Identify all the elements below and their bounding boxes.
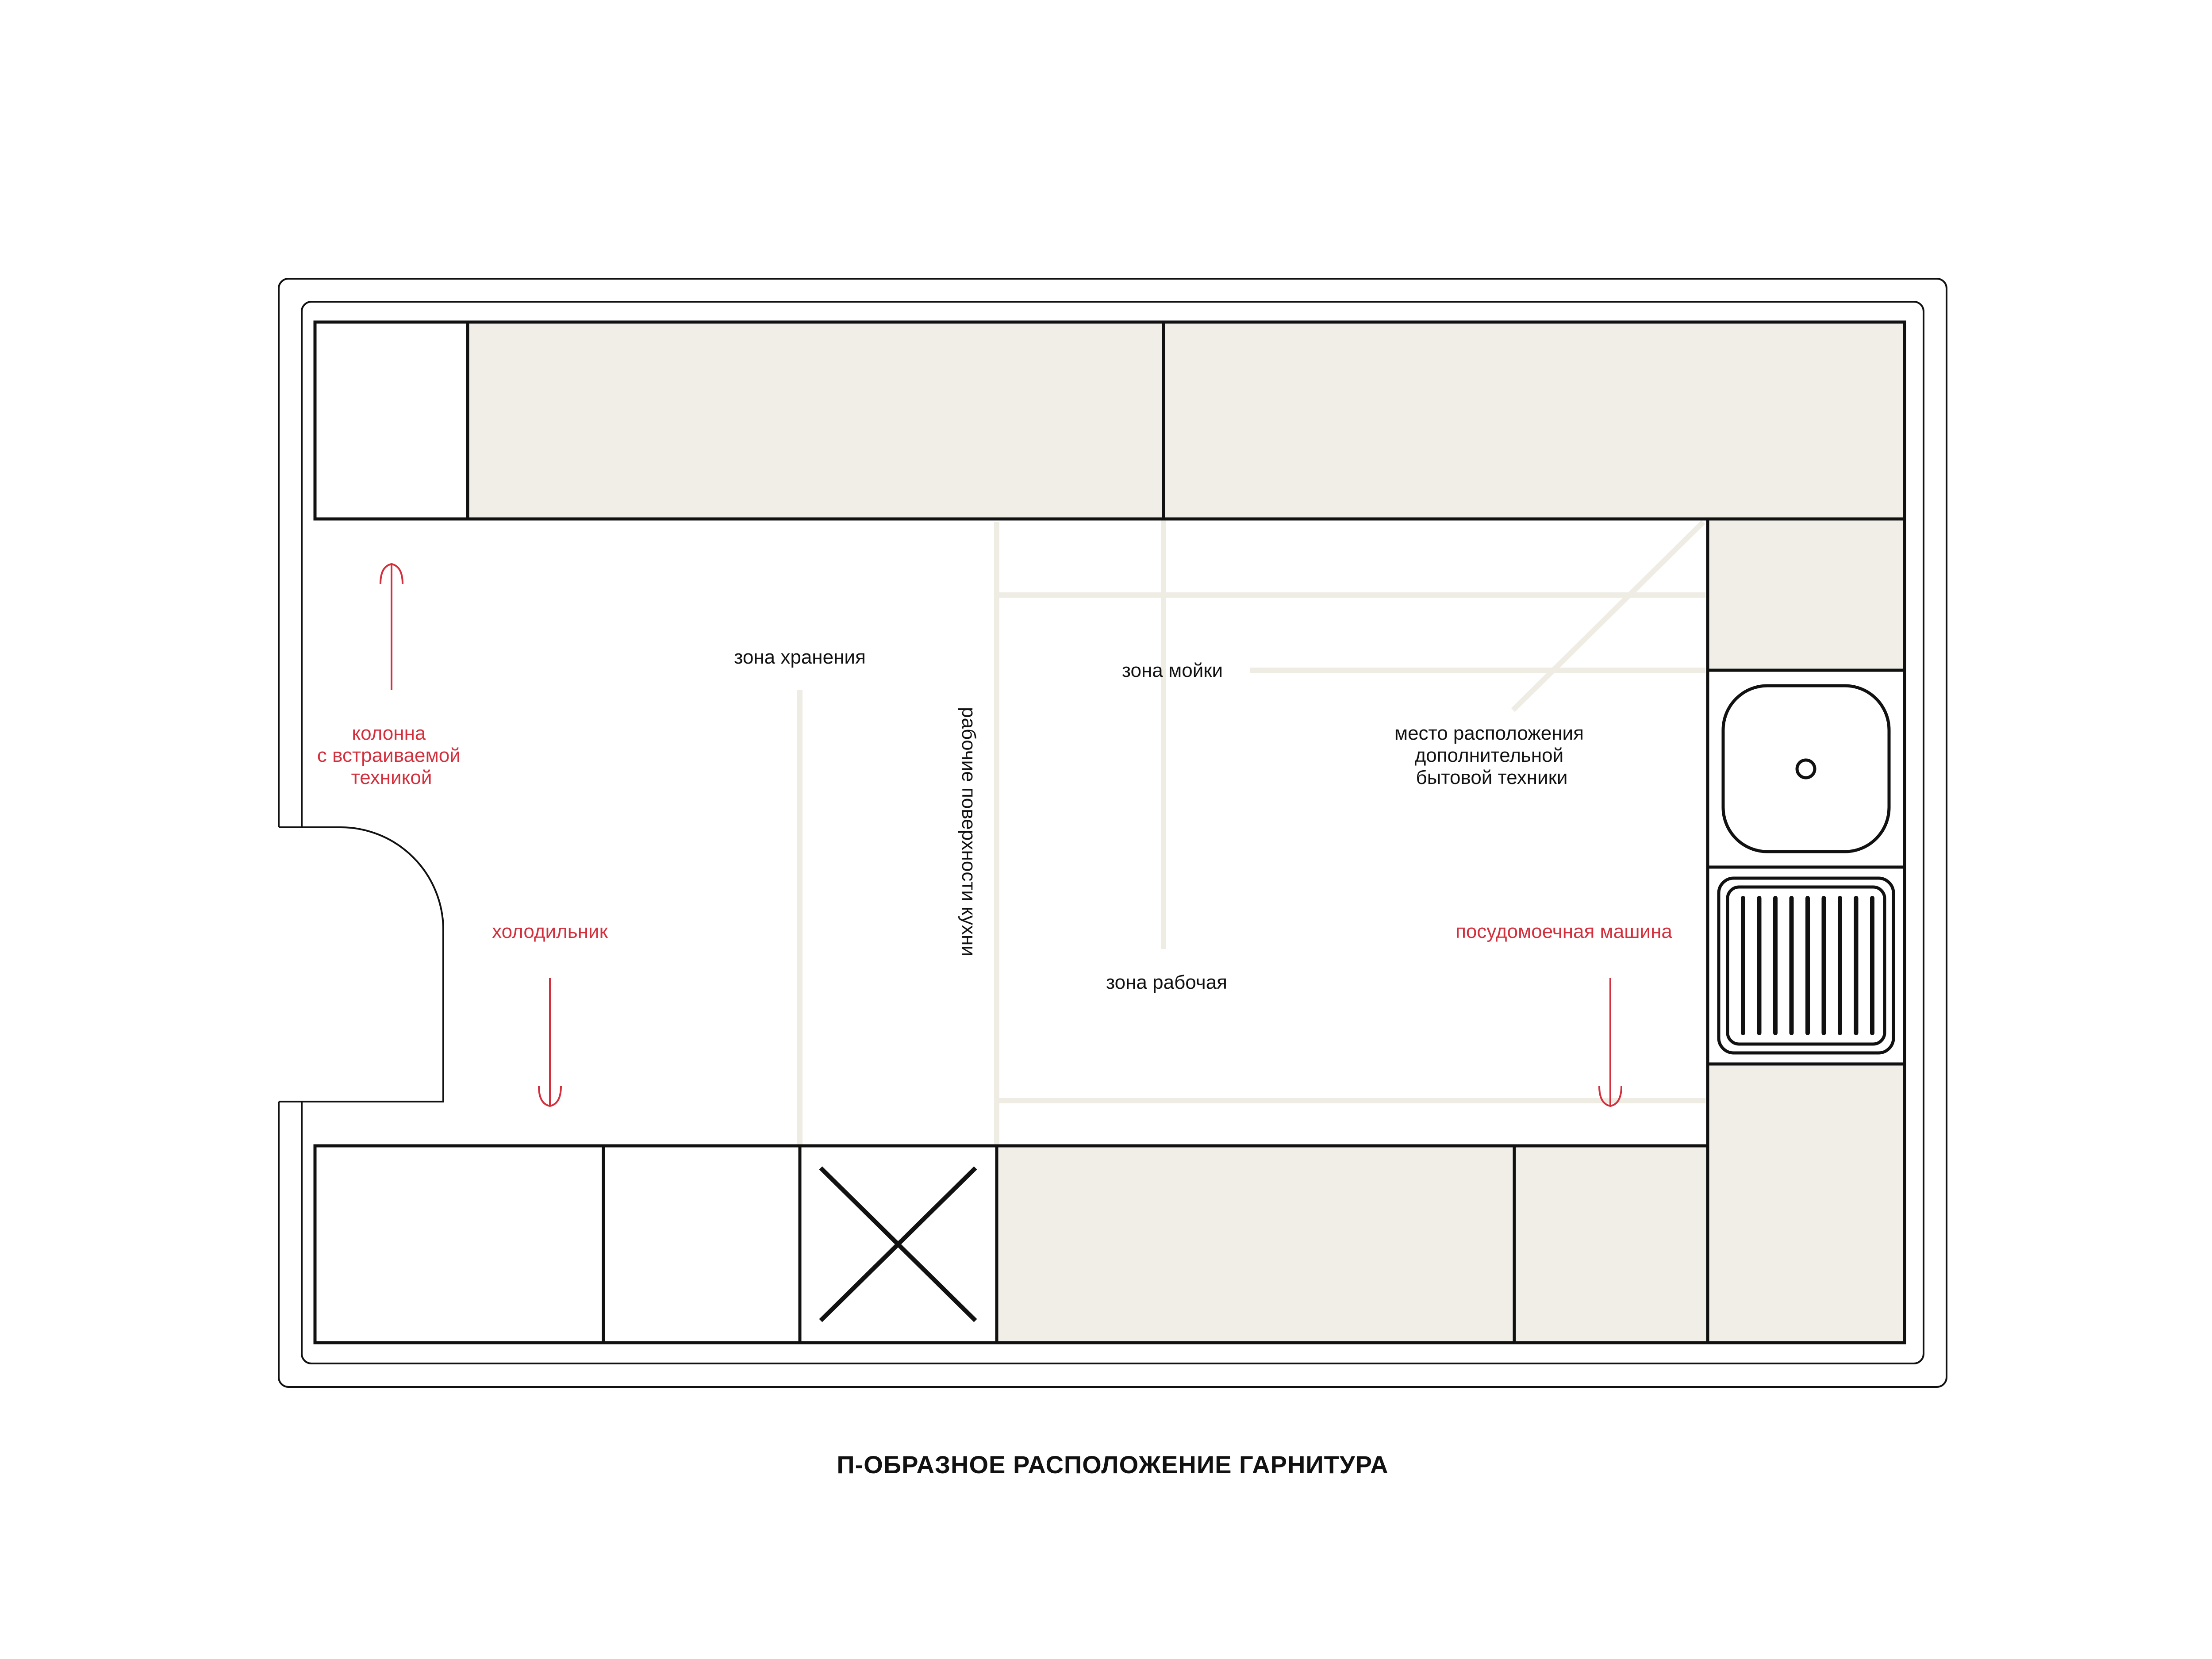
top-countertop-left [466, 320, 1165, 521]
right-cabinet-run [1706, 517, 1906, 1344]
fridge-label: холодильник [492, 921, 608, 942]
storage-zone-label: зона хранения [734, 646, 866, 668]
work-surfaces-label: рабочие поверхности кухни [958, 707, 979, 956]
bottom-cabinet-run [313, 1144, 1709, 1344]
bottom-countertop-corner [1513, 1144, 1709, 1344]
guide-extra-appliances [1511, 520, 1705, 712]
dishwasher-label: посудомоечная машина [1455, 921, 1672, 942]
arrow-up-icon [380, 563, 403, 690]
arrow-down-icon [1598, 978, 1622, 1107]
storage-cabinet [602, 1144, 802, 1344]
column-cabinet [313, 320, 469, 521]
door-swing [279, 826, 444, 1102]
sink-zone-label: зона мойки [1122, 660, 1223, 681]
top-countertop-right [1162, 320, 1906, 521]
arrow-down-icon [538, 978, 562, 1107]
fridge-cabinet [313, 1144, 605, 1344]
zone-guide-lines [797, 520, 1705, 1146]
right-countertop-lower [1706, 1062, 1906, 1344]
column-label: колонна с встраиваемой техникой [317, 722, 466, 788]
right-countertop-upper [1706, 517, 1906, 672]
top-cabinet-run [313, 320, 1906, 521]
dishwasher-grille-icon [1717, 876, 1895, 1055]
work-zone-label: зона рабочая [1106, 972, 1227, 993]
drain-icon [1795, 758, 1816, 780]
hob-cross-icon [819, 1166, 977, 1322]
extra-appliances-label: место расположения дополнительной бытово… [1394, 722, 1589, 788]
bottom-countertop [995, 1144, 1516, 1344]
plan-title: П-ОБРАЗНОЕ РАСПОЛОЖЕНИЕ ГАРНИТУРА [837, 1451, 1388, 1479]
room-walls [274, 278, 1947, 1388]
door-gap [274, 827, 308, 1102]
